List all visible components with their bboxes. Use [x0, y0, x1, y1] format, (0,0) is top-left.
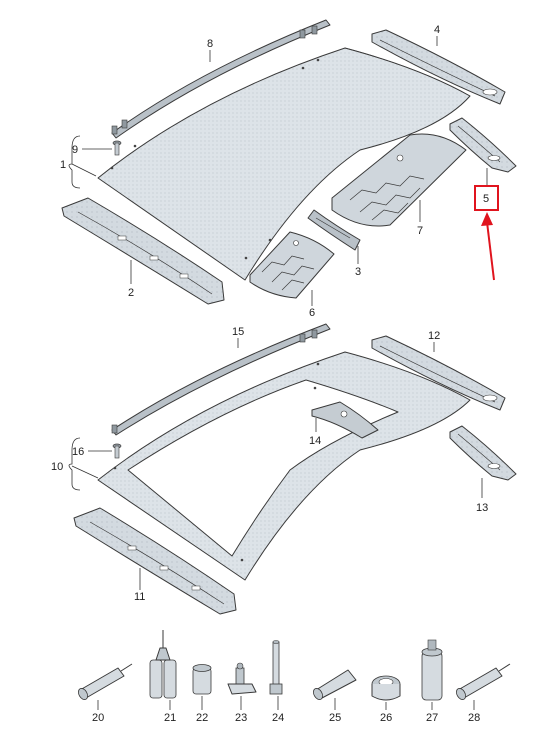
front-crossmember-2[interactable] [61, 197, 225, 305]
callout-7: 7 [417, 225, 423, 237]
roof-frame[interactable] [97, 351, 471, 581]
callout-4: 4 [434, 24, 440, 36]
callout-27: 27 [426, 712, 438, 724]
callout-1: 1 [60, 159, 66, 171]
sealant-tube-20[interactable] [77, 663, 133, 701]
clip-23[interactable] [227, 662, 257, 695]
cartridge-27[interactable] [421, 639, 443, 701]
reinforcement-14[interactable] [311, 401, 379, 439]
callout-26: 26 [380, 712, 392, 724]
callout-16: 16 [72, 446, 84, 458]
callout-23: 23 [235, 712, 247, 724]
highlight-arrow [486, 221, 495, 281]
highlight-arrowhead [481, 212, 493, 226]
corner-bracket-13[interactable] [449, 425, 517, 481]
callout-13: 13 [476, 502, 488, 514]
insulation-pad-7[interactable] [331, 133, 467, 227]
callout-10: 10 [51, 461, 63, 473]
bolt-16[interactable] [112, 443, 122, 459]
roof-rail-top[interactable] [111, 19, 331, 139]
callout-8: 8 [207, 38, 213, 50]
corner-bracket-5[interactable] [449, 117, 517, 173]
can-22[interactable] [192, 664, 212, 695]
callout-12: 12 [428, 330, 440, 342]
callout-6: 6 [309, 307, 315, 319]
rear-frame-top[interactable] [371, 29, 506, 105]
callout-15: 15 [232, 326, 244, 338]
crossmember-3[interactable] [307, 209, 361, 251]
callout-24: 24 [272, 712, 284, 724]
callout-21: 21 [164, 712, 176, 724]
callout-5: 5 [483, 193, 489, 205]
grease-tube-25[interactable] [312, 669, 357, 701]
adhesive-cartridge-21[interactable] [149, 630, 177, 699]
bolt-9[interactable] [112, 140, 122, 156]
front-crossmember-11[interactable] [73, 507, 237, 615]
callout-20: 20 [92, 712, 104, 724]
insulation-pad-6[interactable] [249, 231, 335, 299]
rear-frame-bottom[interactable] [371, 335, 506, 411]
pin-24[interactable] [269, 640, 283, 695]
callout-3: 3 [355, 266, 361, 278]
callout-11: 11 [134, 591, 145, 603]
roof-panel[interactable] [97, 47, 471, 281]
highlight-box [474, 185, 499, 211]
callout-22: 22 [196, 712, 208, 724]
callout-2: 2 [128, 287, 134, 299]
tape-roll-26[interactable] [371, 675, 401, 701]
callout-14: 14 [309, 435, 321, 447]
callout-25: 25 [329, 712, 341, 724]
callout-9: 9 [72, 144, 78, 156]
roof-rail-bottom[interactable] [111, 323, 331, 436]
callout-28: 28 [468, 712, 480, 724]
sealant-tube-28[interactable] [455, 663, 511, 701]
